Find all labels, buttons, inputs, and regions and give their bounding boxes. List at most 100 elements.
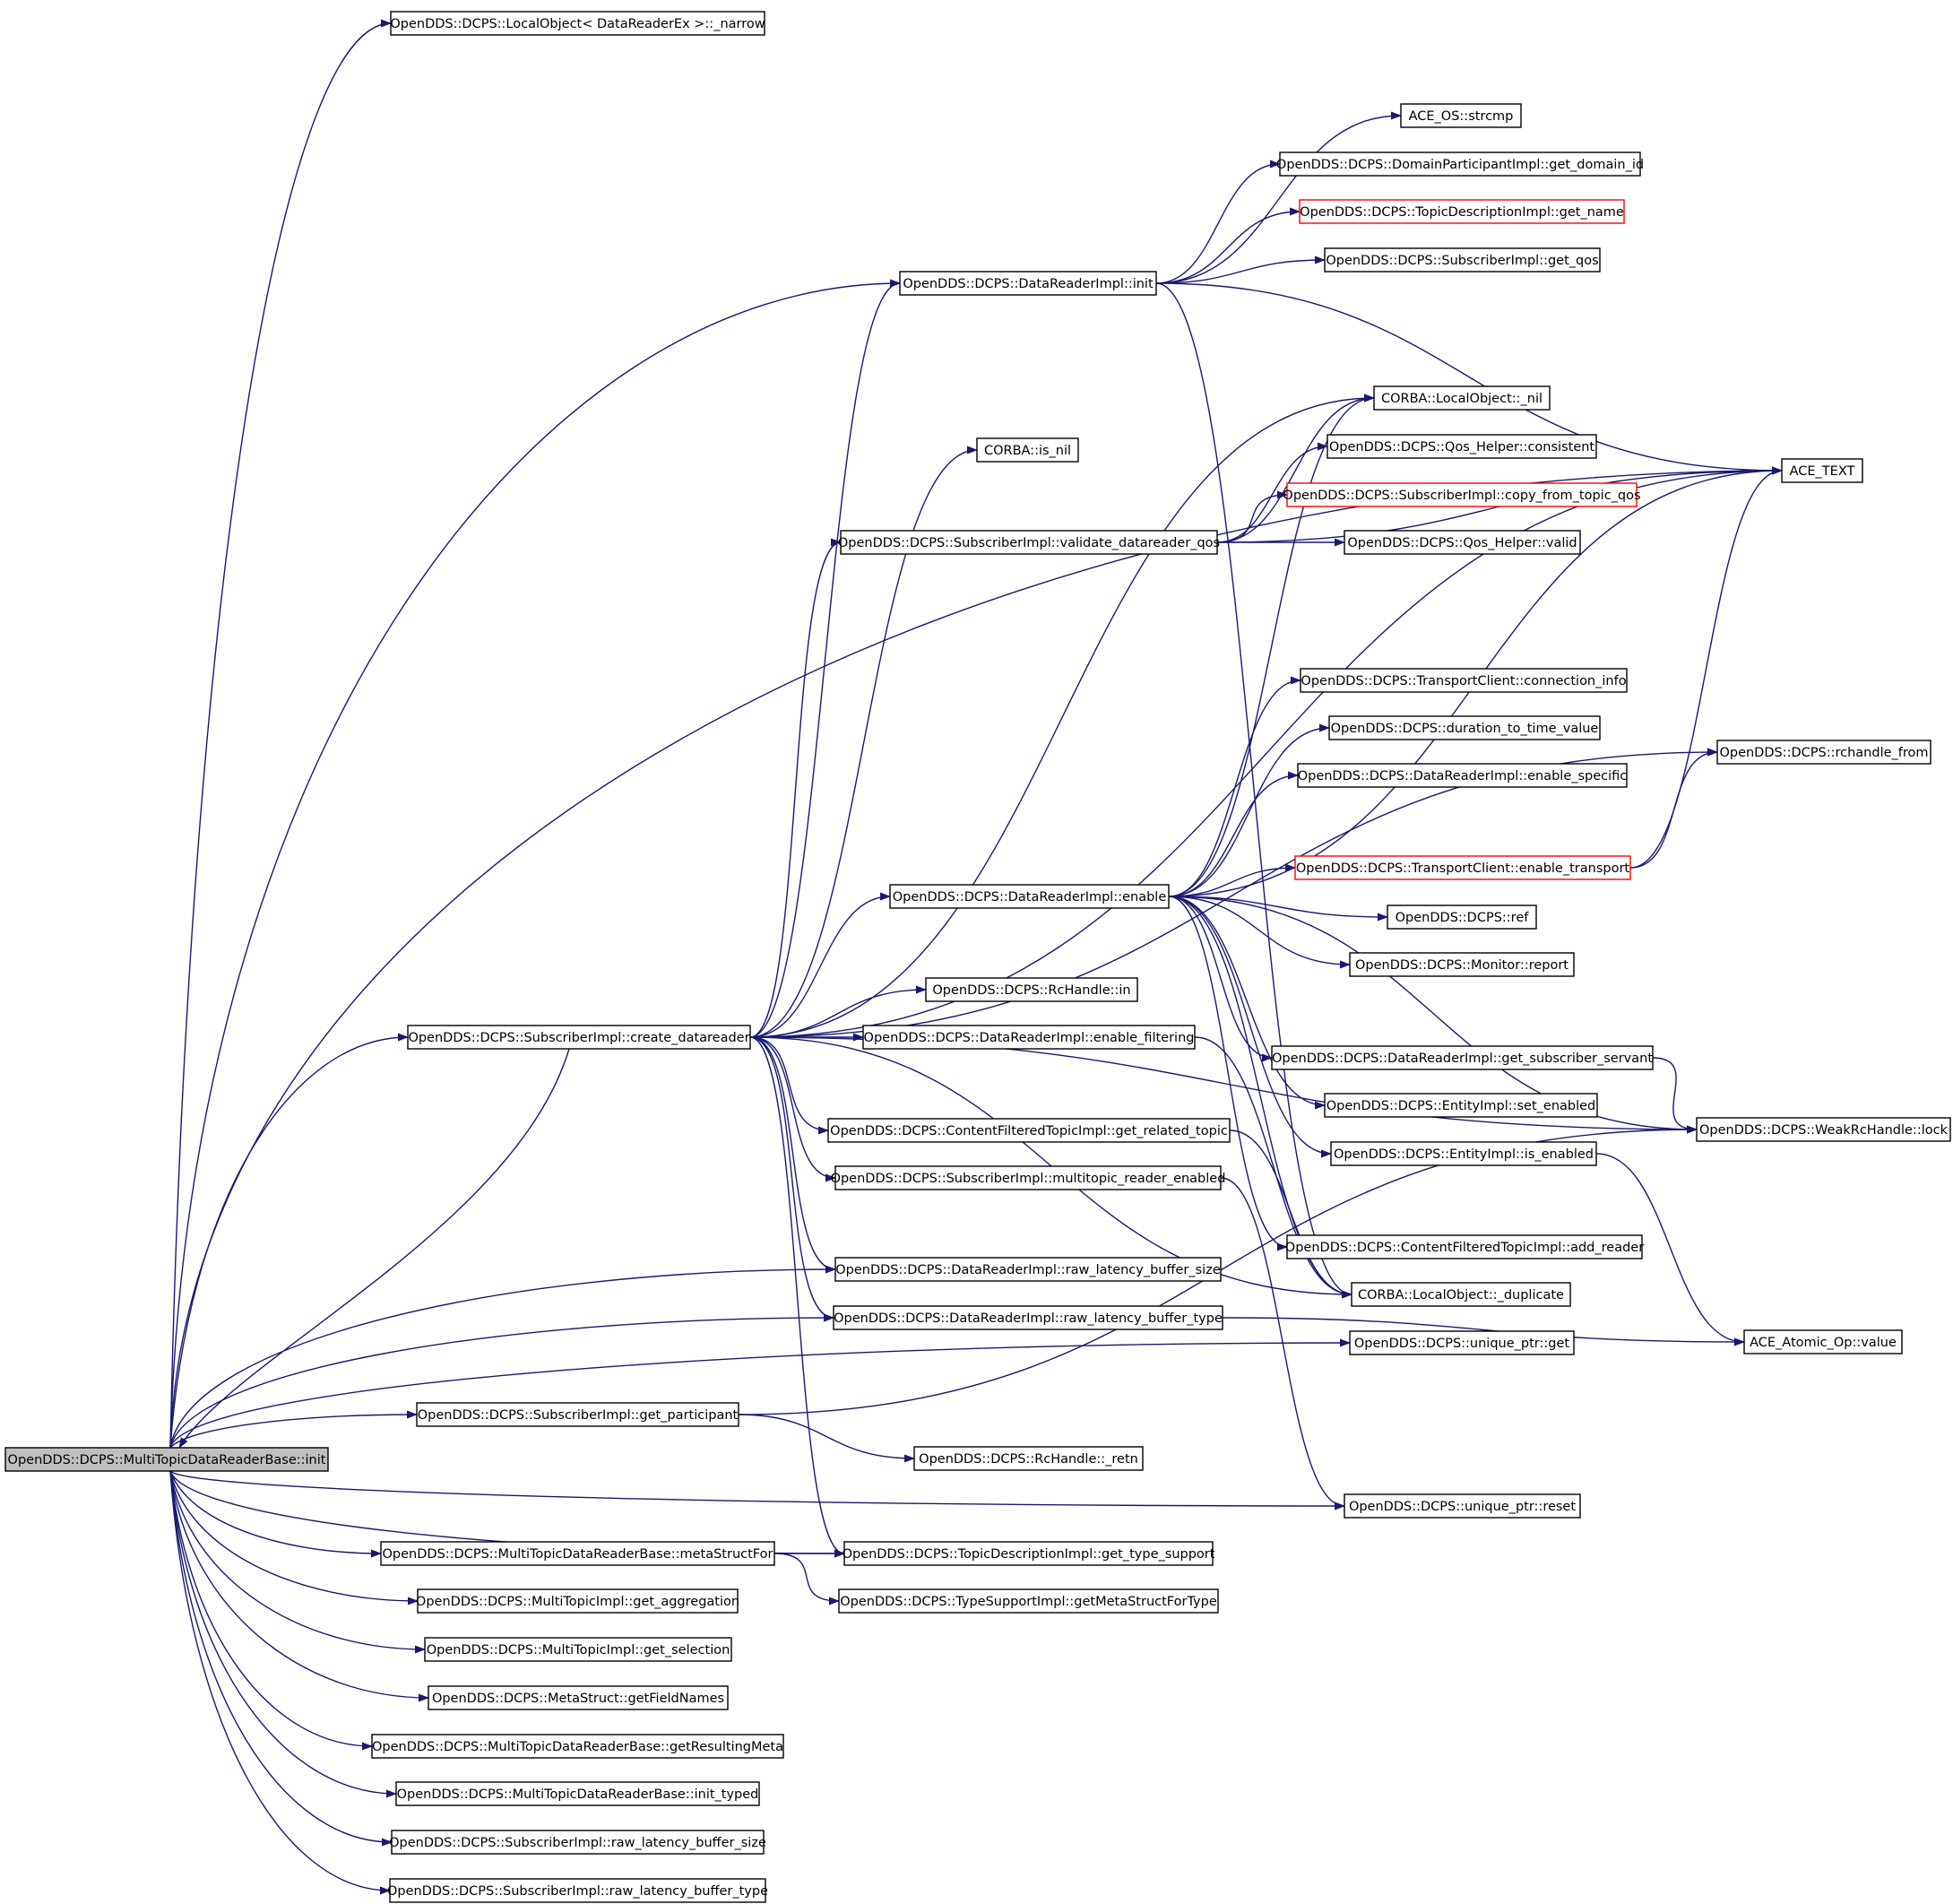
node-box[interactable] [407, 1025, 751, 1050]
node-box[interactable] [1328, 715, 1601, 740]
node-box[interactable] [976, 437, 1079, 463]
graph-node[interactable]: CORBA::is_nil [976, 437, 1079, 463]
node-box[interactable] [834, 1257, 1222, 1282]
graph-node[interactable]: OpenDDS::DCPS::DataReaderImpl::enable [889, 884, 1170, 909]
graph-node[interactable]: CORBA::LocalObject::_nil [1373, 385, 1551, 411]
graph-node[interactable]: OpenDDS::DCPS::SubscriberImpl::validate_… [838, 530, 1220, 555]
node-box[interactable] [416, 1402, 739, 1427]
graph-node[interactable]: OpenDDS::DCPS::DataReaderImpl::get_subsc… [1271, 1045, 1654, 1070]
node-box[interactable] [380, 1541, 775, 1566]
graph-node[interactable]: OpenDDS::DCPS::MultiTopicImpl::get_selec… [424, 1637, 732, 1662]
node-box[interactable] [1271, 1045, 1654, 1070]
node-box[interactable] [1324, 1093, 1598, 1118]
graph-node[interactable]: OpenDDS::DCPS::DataReaderImpl::raw_laten… [834, 1257, 1222, 1282]
graph-node[interactable]: OpenDDS::DCPS::MetaStruct::getFieldNames [428, 1685, 729, 1710]
graph-node[interactable]: OpenDDS::DCPS::ContentFilteredTopicImpl:… [827, 1118, 1231, 1143]
node-box[interactable] [417, 1588, 739, 1614]
graph-node[interactable]: OpenDDS::DCPS::WeakRcHandle::lock [1696, 1117, 1951, 1142]
graph-node[interactable]: OpenDDS::DCPS::SubscriberImpl::get_parti… [416, 1402, 739, 1427]
node-box[interactable] [862, 1025, 1196, 1050]
graph-node[interactable]: OpenDDS::DCPS::unique_ptr::get [1349, 1330, 1575, 1355]
graph-node[interactable]: OpenDDS::DCPS::SubscriberImpl::multitopi… [831, 1165, 1226, 1190]
node-box[interactable] [1344, 530, 1581, 555]
node-box[interactable] [1297, 763, 1628, 788]
graph-node[interactable]: ACE_Atomic_Op::value [1743, 1329, 1903, 1354]
graph-node[interactable]: OpenDDS::DCPS::RcHandle::_retn [913, 1446, 1144, 1471]
graph-node[interactable]: OpenDDS::DCPS::SubscriberImpl::raw_laten… [389, 1830, 766, 1855]
node-box[interactable] [1387, 904, 1537, 930]
graph-node[interactable]: OpenDDS::DCPS::TypeSupportImpl::getMetaS… [838, 1588, 1219, 1614]
node-box[interactable] [1344, 1493, 1581, 1519]
node-box[interactable] [1781, 458, 1863, 483]
graph-node[interactable]: OpenDDS::DCPS::MultiTopicDataReaderBase:… [4, 1447, 329, 1472]
graph-node[interactable]: OpenDDS::DCPS::SubscriberImpl::get_qos [1324, 247, 1601, 273]
graph-node[interactable]: OpenDDS::DCPS::rchandle_from [1716, 740, 1931, 765]
node-box[interactable] [389, 1878, 766, 1903]
node-box[interactable] [395, 1781, 760, 1806]
node-box[interactable] [899, 271, 1157, 296]
graph-node[interactable]: OpenDDS::DCPS::TopicDescriptionImpl::get… [1299, 199, 1625, 224]
node-box[interactable] [925, 977, 1138, 1002]
graph-node[interactable]: OpenDDS::DCPS::duration_to_time_value [1328, 715, 1601, 740]
node-box[interactable] [1286, 482, 1638, 507]
graph-node[interactable]: OpenDDS::DCPS::DomainParticipantImpl::ge… [1276, 151, 1644, 177]
node-box[interactable] [424, 1637, 732, 1662]
graph-node[interactable]: OpenDDS::DCPS::SubscriberImpl::create_da… [407, 1025, 751, 1050]
graph-node[interactable]: CORBA::LocalObject::_duplicate [1351, 1282, 1571, 1307]
graph-node[interactable]: OpenDDS::DCPS::DataReaderImpl::init [899, 271, 1157, 296]
graph-node[interactable]: OpenDDS::DCPS::Qos_Helper::consistent [1326, 434, 1597, 459]
node-box[interactable] [1349, 1330, 1575, 1355]
graph-node[interactable]: OpenDDS::DCPS::MultiTopicDataReaderBase:… [380, 1541, 775, 1566]
graph-node[interactable]: OpenDDS::DCPS::DataReaderImpl::enable_sp… [1297, 763, 1628, 788]
graph-node[interactable]: OpenDDS::DCPS::TransportClient::enable_t… [1294, 855, 1631, 880]
node-box[interactable] [838, 1588, 1219, 1614]
node-box[interactable] [1299, 199, 1625, 224]
node-box[interactable] [840, 530, 1218, 555]
graph-node[interactable]: OpenDDS::DCPS::TopicDescriptionImpl::get… [843, 1541, 1215, 1566]
graph-node[interactable]: OpenDDS::DCPS::SubscriberImpl::copy_from… [1283, 482, 1641, 507]
node-box[interactable] [1286, 1234, 1643, 1259]
node-box[interactable] [889, 884, 1170, 909]
graph-node[interactable]: OpenDDS::DCPS::Monitor::report [1349, 952, 1575, 977]
node-box[interactable] [1716, 740, 1931, 765]
graph-node[interactable]: ACE_OS::strcmp [1400, 103, 1522, 128]
graph-node[interactable]: OpenDDS::DCPS::MultiTopicDataReaderBase:… [371, 1734, 784, 1759]
node-box[interactable] [428, 1685, 729, 1710]
graph-node[interactable]: OpenDDS::DCPS::TransportClient::connecti… [1300, 668, 1628, 693]
node-box[interactable] [833, 1305, 1223, 1330]
graph-node[interactable]: OpenDDS::DCPS::MultiTopicDataReaderBase:… [395, 1781, 760, 1806]
graph-node[interactable]: OpenDDS::DCPS::EntityImpl::is_enabled [1330, 1141, 1597, 1166]
node-box[interactable] [1330, 1141, 1597, 1166]
node-box[interactable] [1351, 1282, 1571, 1307]
node-box[interactable] [1400, 103, 1522, 128]
node-box[interactable] [1300, 668, 1628, 693]
node-box[interactable] [1373, 385, 1551, 411]
graph-node[interactable]: OpenDDS::DCPS::ref [1387, 904, 1537, 930]
graph-node[interactable]: OpenDDS::DCPS::ContentFilteredTopicImpl:… [1285, 1234, 1644, 1259]
graph-node[interactable]: OpenDDS::DCPS::EntityImpl::set_enabled [1324, 1093, 1598, 1118]
graph-node[interactable]: OpenDDS::DCPS::RcHandle::in [925, 977, 1138, 1002]
graph-node[interactable]: OpenDDS::DCPS::Qos_Helper::valid [1344, 530, 1581, 555]
graph-node[interactable]: OpenDDS::DCPS::DataReaderImpl::raw_laten… [833, 1305, 1223, 1330]
node-box[interactable] [827, 1118, 1231, 1143]
node-box[interactable] [1294, 855, 1631, 880]
node-box[interactable] [1326, 434, 1597, 459]
graph-node[interactable]: OpenDDS::DCPS::LocalObject< DataReaderEx… [390, 11, 765, 36]
root-node-box[interactable] [4, 1447, 329, 1472]
node-box[interactable] [390, 11, 765, 36]
node-box[interactable] [391, 1830, 765, 1855]
node-box[interactable] [1743, 1329, 1903, 1354]
graph-node[interactable]: OpenDDS::DCPS::DataReaderImpl::enable_fi… [862, 1025, 1196, 1050]
graph-node[interactable]: OpenDDS::DCPS::unique_ptr::reset [1344, 1493, 1581, 1519]
node-box[interactable] [371, 1734, 784, 1759]
node-box[interactable] [834, 1165, 1222, 1190]
node-box[interactable] [843, 1541, 1214, 1566]
node-box[interactable] [1279, 151, 1641, 177]
node-box[interactable] [1324, 247, 1601, 273]
node-box[interactable] [913, 1446, 1144, 1471]
graph-node[interactable]: OpenDDS::DCPS::SubscriberImpl::raw_laten… [387, 1878, 768, 1903]
graph-node[interactable]: OpenDDS::DCPS::MultiTopicImpl::get_aggre… [416, 1588, 739, 1614]
graph-node[interactable]: ACE_TEXT [1781, 458, 1863, 483]
node-box[interactable] [1349, 952, 1575, 977]
node-box[interactable] [1696, 1117, 1951, 1142]
